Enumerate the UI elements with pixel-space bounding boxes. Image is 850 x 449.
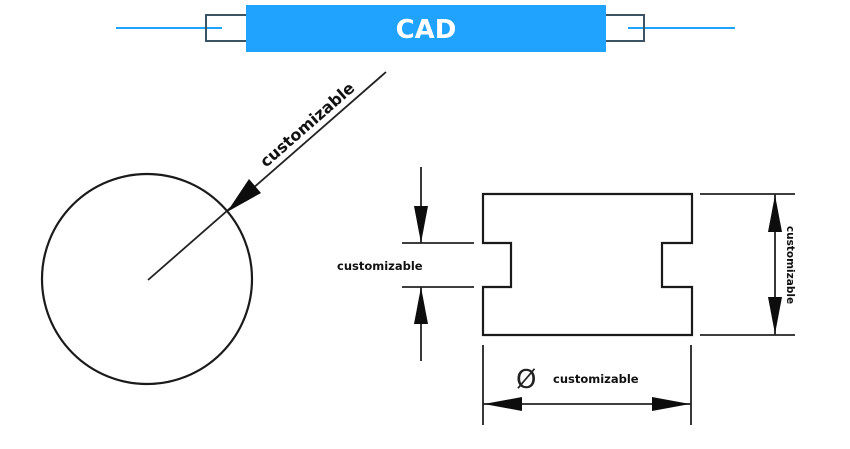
circle-outline (40, 172, 254, 386)
block-height-label: customizable (784, 226, 796, 304)
height-arrow-up (768, 195, 782, 232)
width-arrow-left (484, 397, 522, 411)
notch-arrow-down (414, 206, 428, 243)
block-view: customizable customizable Ø customizable (337, 167, 796, 425)
radius-leader-line (147, 71, 387, 281)
header-title: CAD (396, 15, 457, 45)
circle-leader-label: customizable (256, 78, 358, 171)
diameter-label: customizable (553, 372, 639, 386)
width-arrow-right (652, 397, 690, 411)
height-arrow-down (768, 297, 782, 334)
circle-view: customizable (40, 71, 387, 386)
header-banner: CAD (116, 5, 735, 52)
block-outline (481, 192, 694, 337)
notch-height-label: customizable (337, 259, 423, 273)
diameter-symbol: Ø (516, 365, 536, 395)
radius-arrowhead (227, 179, 261, 212)
header-bar (246, 5, 606, 52)
notch-arrow-up (414, 287, 428, 324)
